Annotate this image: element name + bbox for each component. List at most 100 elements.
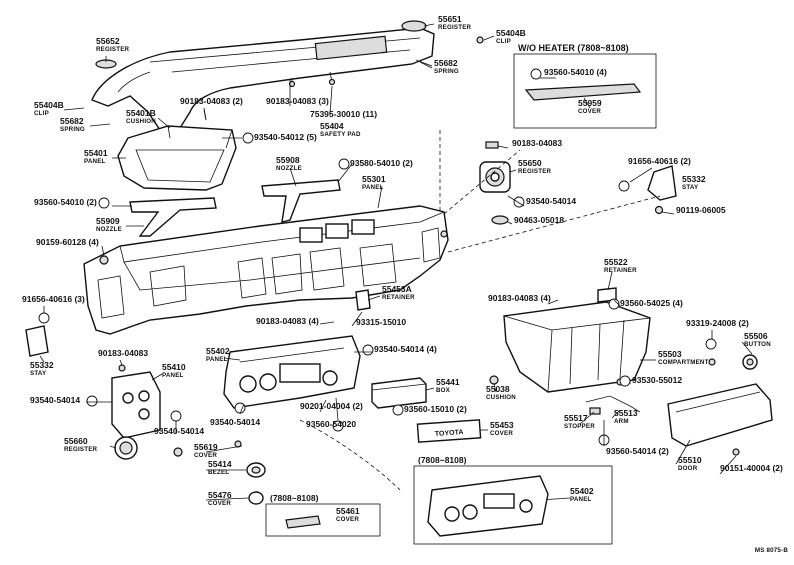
callout-number-55513: 55513 [614,408,638,418]
callout-number-90183-04083_a: 90183-04083 (2) [180,96,243,106]
toyota-label: TOYOTA [435,429,464,438]
center-cluster-panel [223,335,361,409]
callout-number-55522: 55522 [604,257,628,267]
callout-number-93560-54014: 93560-54014 (2) [606,446,669,456]
callout-name-55461: COVER [336,516,359,523]
callout-number-55652: 55652 [96,36,120,46]
cluster-hood-panel [117,125,237,191]
callout-number-55404B_top: 55404B [496,28,526,38]
callout-number-93540-54014_r: 93540-54014 [526,196,576,206]
callout-number-93560-15010: 93560-15010 (2) [404,404,467,414]
fastener-symbols [86,68,717,446]
bottom-left-variant-box: (7808~8108) [265,493,381,537]
callout-name-55332_left: STAY [30,370,47,377]
callout-number-55510: 55510 [678,455,702,465]
callout-name-55404B_top: CLIP [496,38,511,45]
callout-number-93540-54014_s: 93540-54014 [154,426,204,436]
callout-name-55401B: CUSHION [126,118,156,125]
callout-name-55682_top: SPRING [434,68,459,75]
toyota-cover-part: TOYOTA [416,419,482,443]
glove-door-part [667,354,773,456]
callout-number-55682_left: 55682 [60,116,84,126]
callout-number-55402_b: 55402 [570,486,594,496]
callout-number-55476: 55476 [208,490,232,500]
callout-number-93560-54025: 93560-54025 (4) [620,298,683,308]
leader-lines [39,23,753,501]
left-side-panel [111,364,161,439]
callout-number-55332_left: 55332 [30,360,54,370]
bottom-left-box-title: (7808~8108) [270,493,319,503]
callout-name-55650: REGISTER [518,168,552,175]
callout-number-55959: 55959 [578,98,602,108]
safety-pad-part [91,20,484,131]
callout-number-55503: 55503 [658,349,682,359]
callout-number-55404: 55404 [320,121,344,131]
callout-number-55410: 55410 [162,362,186,372]
callout-name-55651: REGISTER [438,24,472,31]
callout-name-55453A: RETAINER [382,294,415,301]
callout-number-55506: 55506 [744,331,768,341]
callout-number-55332_r: 55332 [682,174,706,184]
callout-number-55401: 55401 [84,148,108,158]
callout-name-55959: COVER [578,108,601,115]
callout-name-55301: PANEL [362,184,384,191]
callout-number-90119: 90119-06005 [676,205,726,215]
callout-number-93540-54012: 93540-54012 (5) [254,132,317,142]
callout-number-90183-04083_m: 90183-04083 (4) [256,316,319,326]
callout-name-55410: PANEL [162,372,184,379]
callout-name-55404: SAFETY PAD [320,131,361,138]
callout-number-93560-54020: 93560-54020 [306,419,356,429]
callout-number-55461: 55461 [336,506,360,516]
callout-number-55619: 55619 [194,442,218,452]
callout-name-55652: REGISTER [96,46,130,53]
callout-number-93580-54010_a: 93580-54010 (2) [350,158,413,168]
callout-number-55682_top: 55682 [434,58,458,68]
figure-code: MS 8075-B [755,547,788,554]
heater-box-title: W/O HEATER (7808~8108) [518,43,629,53]
callout-number-55404B_left: 55404B [34,100,64,110]
callout-name-55414: BEZEL [208,469,229,476]
callout-name-55401: PANEL [84,158,106,165]
callout-name-55503: COMPARTMENT [658,359,709,366]
callout-name-55522: RETAINER [604,267,637,274]
side-register-part [479,141,511,225]
callout-number-93560-54010_c: 93560-54010 (2) [34,197,97,207]
callout-name-55476: COVER [208,500,231,507]
callout-number-90151: 90151-40004 (2) [720,463,783,473]
callout-number-55401B: 55401B [126,108,156,118]
callout-number-90183-04083_b: 90183-04083 (3) [266,96,329,106]
nozzle-parts [129,179,341,237]
callout-number-55651: 55651 [438,14,462,24]
callout-number-55660: 55660 [64,436,88,446]
callout-number-93540-54014_m: 93540-54014 (4) [374,344,437,354]
callout-number-55402_m: 55402 [206,346,230,356]
callout-name-55441: BOX [436,387,451,394]
callout-name-55908: NOZZLE [276,165,302,172]
callout-number-55453A: 55453A [382,284,412,294]
callout-name-55660: REGISTER [64,446,98,453]
callout-number-55650: 55650 [518,158,542,168]
callout-number-90183-04083_top_r: 90183-04083 [512,138,562,148]
callout-number-90201: 90201-04004 (2) [300,401,363,411]
callout-number-55908: 55908 [276,155,300,165]
callout-labels: 55652REGISTER55651REGISTER55404BCLIP5568… [22,14,783,523]
callout-number-90159-60128: 90159-60128 (4) [36,237,99,247]
callout-name-55510: DOOR [678,465,698,472]
callout-name-55402_b: PANEL [570,496,592,503]
glove-compartment-part [489,301,651,393]
register-bezel-parts [114,436,266,505]
callout-name-55506: BUTTON [744,341,771,348]
callout-number-55453: 55453 [490,420,514,430]
callout-number-55038: 55038 [486,384,510,394]
callout-name-55909: NOZZLE [96,226,122,233]
ashtray-box-part [371,377,427,409]
callout-number-90463: 90463-05018 [514,215,564,225]
bottom-right-variant-box: (7808~8108) [413,455,613,545]
callout-number-55301: 55301 [362,174,386,184]
heater-variant-box: W/O HEATER (7808~8108) [513,43,657,129]
callout-name-55402_m: PANEL [206,356,228,363]
callout-number-93560-54010_box: 93560-54010 (4) [544,67,607,77]
callout-name-55513: ARM [614,418,629,425]
